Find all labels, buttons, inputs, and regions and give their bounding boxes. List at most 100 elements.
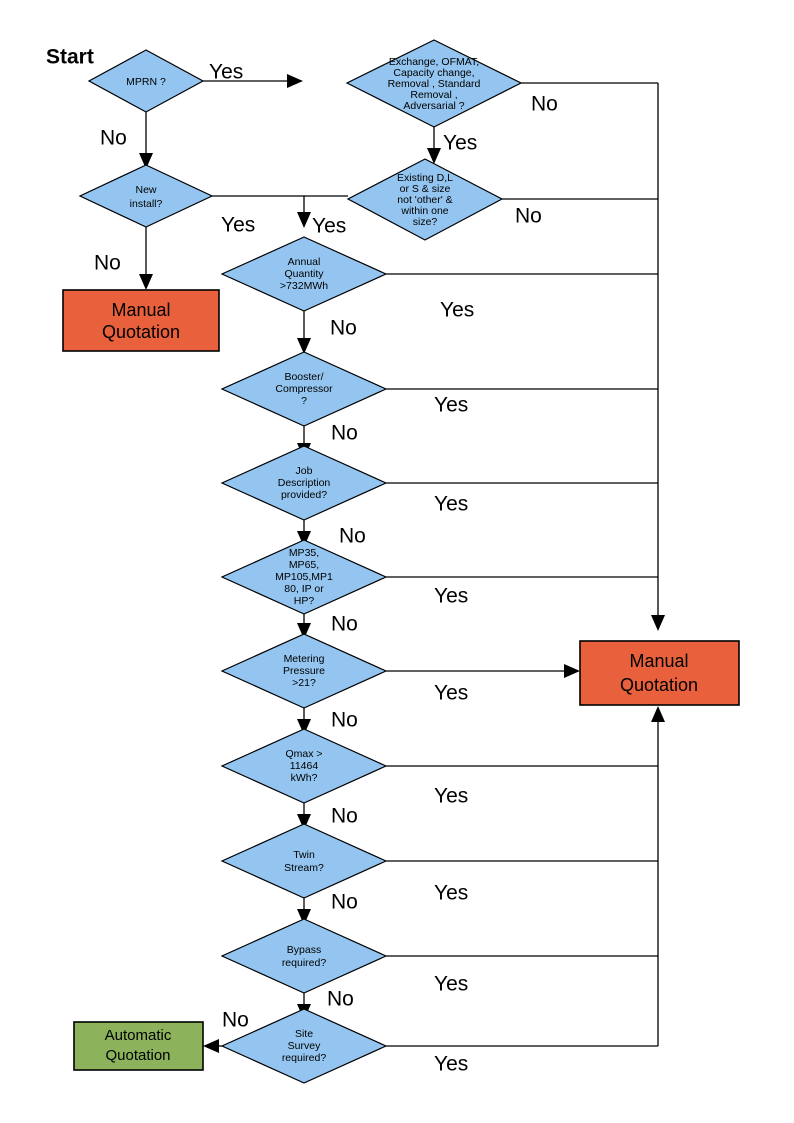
arrowhead-rail-top [651,615,665,631]
label-mptypes-yes: Yes [434,585,468,608]
decision-new-install-line-1: install? [130,198,163,210]
decision-twin-line-1: Stream? [284,862,324,874]
label-survey-yes: Yes [434,1053,468,1076]
terminal-automatic-quotation[interactable]: Automatic Quotation [73,1021,204,1071]
terminal-manual-right-shape[interactable] [579,640,740,706]
decision-site-survey[interactable]: Site Survey required? [220,1008,388,1084]
decision-existing-dls[interactable]: Existing D,L or S & size not 'other' & w… [346,158,504,241]
decision-bypass-shape[interactable] [220,918,388,994]
label-exchange-yes: Yes [443,132,477,155]
decision-mprn-line-0: MPRN ? [126,76,166,88]
decision-booster-compressor-shape[interactable] [220,351,388,427]
terminal-automatic-line-1: Quotation [105,1047,170,1064]
decision-existing-dls-line-4: size? [413,216,438,228]
decision-exchange-line-2: Removal , Standard [388,78,481,90]
terminal-manual-right-line-1: Quotation [620,675,698,695]
decision-annual-quantity[interactable]: Annual Quantity >732MWh [220,236,388,312]
decision-new-install-line-0: New [135,184,156,196]
arrowhead-newinstall-no [139,274,153,290]
decision-metering-pressure[interactable]: Metering Pressure >21? [220,633,388,709]
decision-existing-dls-shape[interactable] [346,158,504,241]
decision-survey-line-0: Site [295,1028,313,1040]
decision-qmax-line-1: 11464 [290,760,319,772]
decision-existing-dls-line-2: not 'other' & [397,194,452,206]
label-annual-no: No [330,317,357,340]
decision-jobdesc-line-2: provided? [281,489,327,501]
decision-metering-line-1: Pressure [283,665,325,677]
terminal-manual-left-shape[interactable] [62,289,220,352]
decision-booster-line-1: Compressor [275,383,333,395]
label-qmax-no: No [331,805,358,828]
arrowhead-qmax-no [297,814,311,830]
label-mprn-no: No [100,127,127,150]
decision-qmax-shape[interactable] [220,728,388,804]
decision-job-description-shape[interactable] [220,445,388,521]
decision-mptypes-line-1: MP65, [289,559,319,571]
label-annual-yes: Yes [440,299,474,322]
decision-exchange[interactable]: Exchange, OFMAT, Capacity change, Remova… [345,39,523,128]
label-exchange-no: No [531,93,558,116]
decision-exchange-line-4: Adversarial ? [403,100,464,112]
decision-existing-dls-line-3: within one [400,205,448,217]
decision-mprn[interactable]: MPRN ? [87,49,205,113]
decision-new-install[interactable]: New install? [78,164,214,228]
decision-metering-line-0: Metering [284,653,325,665]
label-booster-no: No [331,422,358,445]
arrowhead-jobdesc-no [297,531,311,547]
label-mptypes-no: No [331,613,358,636]
decision-qmax-line-0: Qmax > [285,748,322,760]
decision-mprn-shape[interactable] [87,49,205,113]
label-bypass-yes: Yes [434,973,468,996]
terminal-manual-right-line-0: Manual [629,651,688,671]
edge-label-layer: Yes No No Yes Yes No Yes No Yes No Yes N… [94,61,558,1076]
decision-twin-stream-shape[interactable] [220,823,388,899]
decision-existing-dls-line-1: or S & size [400,183,451,195]
decision-exchange-line-0: Exchange, OFMAT, [389,56,479,68]
decision-metering-pressure-shape[interactable] [220,633,388,709]
label-bypass-no: No [327,988,354,1011]
decision-mp-types[interactable]: MP35, MP65, MP105,MP1 80, IP or HP? [220,539,388,615]
arrowhead-mprn-yes [287,74,303,88]
decision-mp-types-shape[interactable] [220,539,388,615]
decision-bypass-line-0: Bypass [287,944,321,956]
decision-annual-quantity-shape[interactable] [220,236,388,312]
label-metering-yes: Yes [434,682,468,705]
terminal-manual-quotation-right[interactable]: Manual Quotation [579,640,740,706]
decision-mptypes-line-3: 80, IP or [284,583,324,595]
label-twin-no: No [331,891,358,914]
decision-booster-compressor[interactable]: Booster/ Compressor ? [220,351,388,427]
decision-jobdesc-line-1: Description [278,477,331,489]
decision-bypass[interactable]: Bypass required? [220,918,388,994]
start-label: Start [46,46,94,69]
decision-jobdesc-line-0: Job [296,465,313,477]
decision-job-description[interactable]: Job Description provided? [220,445,388,521]
terminal-manual-left-line-1: Quotation [102,322,180,342]
decision-mptypes-line-4: HP? [294,595,315,607]
decision-booster-line-2: ? [301,395,307,407]
decision-twin-stream[interactable]: Twin Stream? [220,823,388,899]
decision-survey-line-2: required? [282,1052,327,1064]
terminal-manual-quotation-left[interactable]: Manual Quotation [62,289,220,352]
decision-bypass-line-1: required? [282,957,327,969]
arrowhead-mptypes-no [297,623,311,639]
label-jobdesc-yes: Yes [434,493,468,516]
decision-site-survey-shape[interactable] [220,1008,388,1084]
decision-qmax-line-2: kWh? [291,772,318,784]
decision-metering-line-2: >21? [292,677,316,689]
terminal-manual-left-line-0: Manual [111,300,170,320]
decision-new-install-shape[interactable] [78,164,214,228]
label-twin-yes: Yes [434,882,468,905]
decision-mptypes-line-0: MP35, [289,547,319,559]
label-newinstall-no: No [94,252,121,275]
arrowhead-rail-bottom [651,706,665,722]
label-newinstall-yes: Yes [221,214,255,237]
terminal-automatic-shape[interactable] [73,1021,204,1071]
decision-qmax[interactable]: Qmax > 11464 kWh? [220,728,388,804]
label-existing-yes: Yes [312,215,346,238]
label-qmax-yes: Yes [434,785,468,808]
decision-survey-line-1: Survey [288,1040,321,1052]
arrowhead-survey-no [203,1039,219,1053]
decision-exchange-shape[interactable] [345,39,523,128]
